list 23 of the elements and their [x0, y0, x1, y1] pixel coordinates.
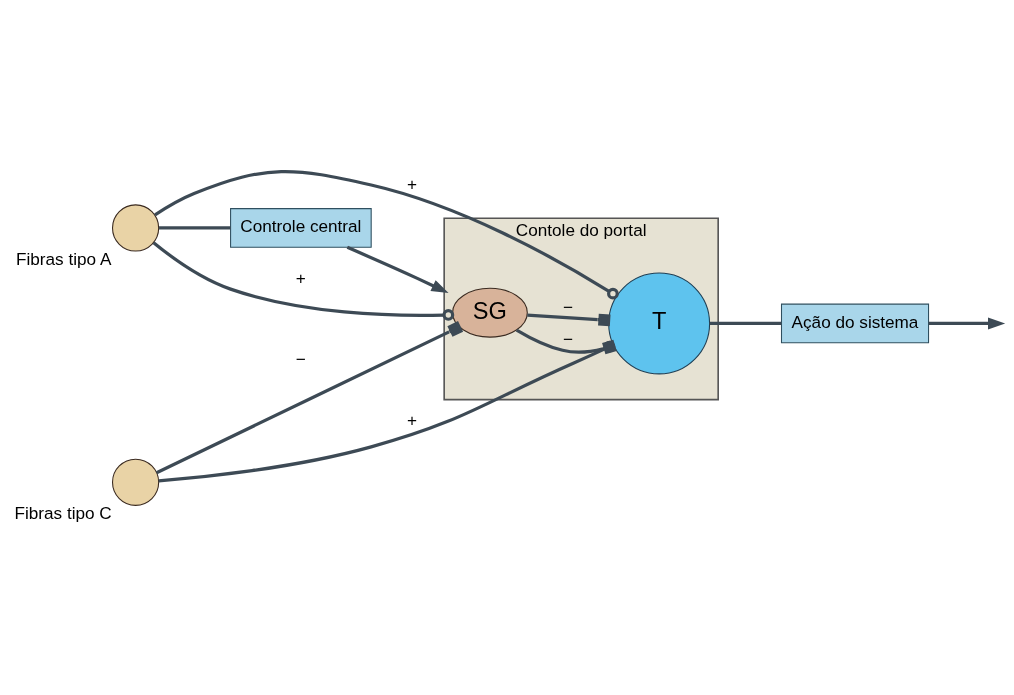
- node-label: Fibras tipo A: [15, 248, 111, 269]
- node-box: Controle central: [229, 207, 372, 248]
- node-label: Fibras tipo C: [14, 502, 112, 523]
- edge-label: +: [406, 173, 417, 194]
- connector: [152, 240, 454, 321]
- edge-label: −: [562, 328, 573, 349]
- connector: [155, 320, 463, 474]
- node-box: Ação do sistema: [780, 303, 929, 343]
- arrow: [346, 245, 449, 293]
- edge-label: +: [295, 267, 306, 288]
- connector: [158, 340, 615, 482]
- connector: [158, 225, 230, 230]
- node-circle: [111, 458, 159, 506]
- connector: [515, 328, 617, 354]
- connector: [709, 321, 781, 325]
- node-ellipse: SG: [451, 287, 528, 338]
- connector: [153, 169, 619, 300]
- arrow: [928, 316, 1005, 329]
- node-circle: [111, 203, 159, 252]
- edge-label: −: [295, 348, 306, 369]
- connector: [526, 312, 611, 326]
- edge-label: +: [406, 409, 417, 430]
- edge-label: −: [562, 296, 573, 317]
